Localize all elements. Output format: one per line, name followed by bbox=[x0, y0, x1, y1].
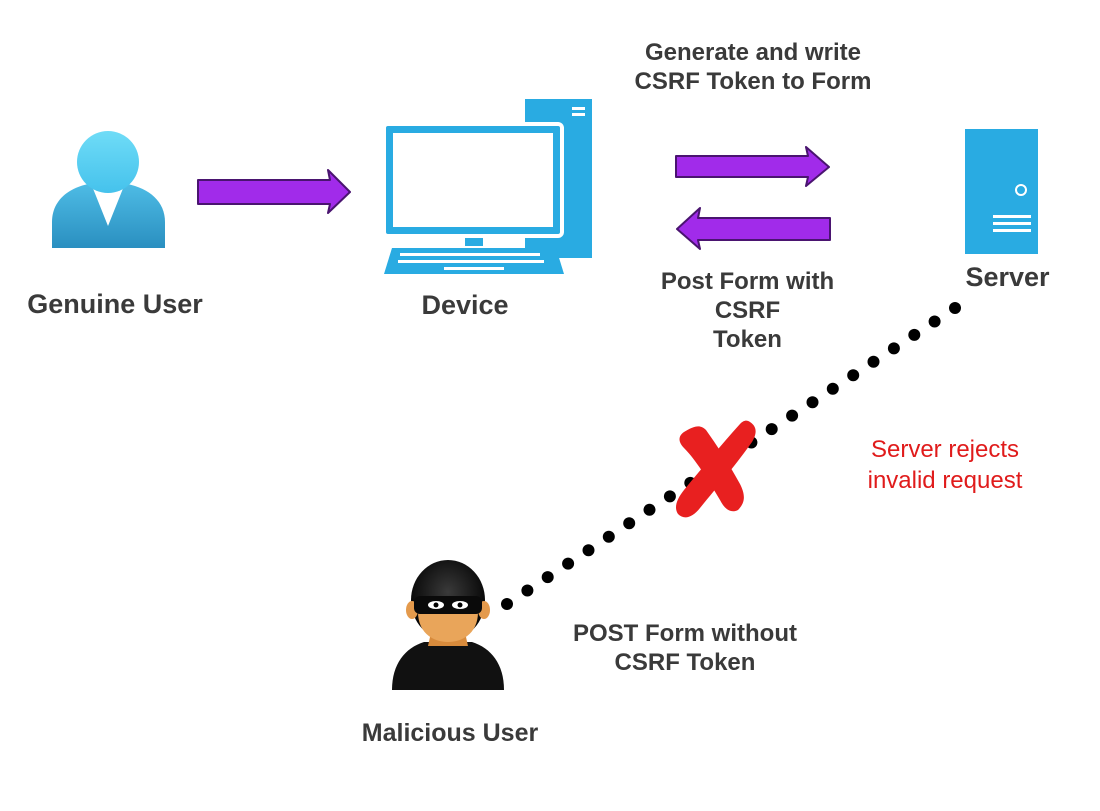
arrow-user-to-device bbox=[197, 169, 351, 214]
server-icon bbox=[965, 129, 1038, 254]
post-with-token-line-1: Post Form with bbox=[660, 268, 835, 295]
attack-line-dot bbox=[908, 328, 921, 341]
malicious-user-label: Malicious User bbox=[361, 719, 539, 747]
server-label: Server bbox=[965, 262, 1050, 292]
attack-line-dot bbox=[663, 490, 676, 503]
post-with-token-label: Post Form with CSRF Token bbox=[640, 268, 855, 354]
generate-token-line-2: CSRF Token to Form bbox=[634, 67, 872, 95]
attack-line-dot bbox=[562, 557, 575, 570]
attack-line-dot bbox=[867, 355, 880, 368]
server-rejects-line-1: Server rejects bbox=[870, 436, 1020, 463]
genuine-user-label: Genuine User bbox=[27, 289, 203, 319]
generate-token-label: Generate and write CSRF Token to Form bbox=[608, 39, 898, 97]
attack-line-dot bbox=[643, 503, 656, 516]
attack-line-dot bbox=[806, 396, 819, 409]
attack-line-dot bbox=[582, 544, 595, 557]
malicious-user-icon bbox=[392, 560, 504, 690]
attack-line-dot bbox=[541, 571, 554, 584]
attack-line-dot bbox=[786, 409, 799, 422]
attack-line-dot bbox=[765, 423, 778, 436]
genuine-user-icon bbox=[52, 131, 165, 248]
post-without-token-line-1: POST Form without bbox=[573, 620, 797, 647]
attack-line-dot bbox=[826, 382, 839, 395]
post-with-token-line-2: CSRF bbox=[714, 296, 781, 324]
server-rejects-label: Server rejects invalid request bbox=[845, 434, 1045, 496]
attack-line-dot bbox=[602, 530, 615, 543]
device-label: Device bbox=[421, 290, 509, 320]
arrow-server-to-device bbox=[676, 207, 831, 250]
post-with-token-line-3: Token bbox=[713, 325, 782, 353]
attack-line-dot bbox=[928, 315, 941, 328]
attack-line-dot bbox=[887, 342, 900, 355]
attack-line-dot bbox=[847, 369, 860, 382]
post-without-token-label: POST Form without CSRF Token bbox=[545, 620, 825, 678]
attack-line-dot bbox=[949, 302, 961, 314]
server-rejects-line-2: invalid request bbox=[867, 467, 1023, 495]
attack-line-dot bbox=[501, 598, 513, 610]
attack-line-dot bbox=[623, 517, 636, 530]
reject-cross-icon bbox=[676, 420, 756, 518]
arrow-device-to-server bbox=[675, 146, 830, 187]
attack-line-dot bbox=[521, 584, 534, 597]
generate-token-line-1: Generate and write bbox=[644, 39, 862, 66]
post-without-token-line-2: CSRF Token bbox=[614, 648, 756, 676]
device-computer-icon bbox=[382, 99, 592, 274]
